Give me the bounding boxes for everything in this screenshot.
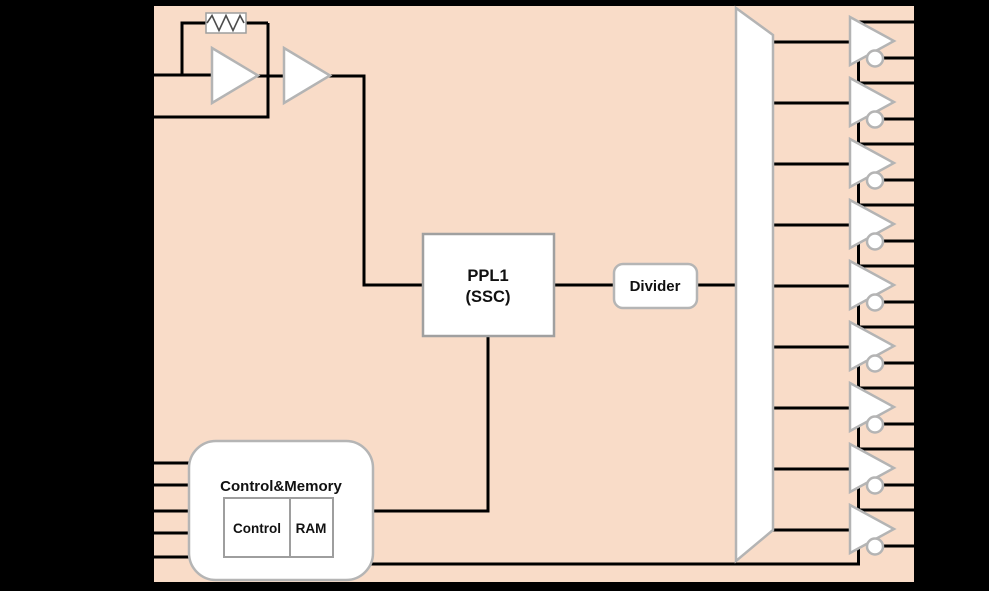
divider-label: Divider [630,278,681,295]
output-pin-stub [916,237,923,245]
divider-box [612,262,699,310]
wires [147,21,860,566]
output-pin-stub [916,298,923,306]
ram-label: RAM [296,521,327,536]
output-pin-stub [916,481,923,489]
pll-label-line1: PPL1 [467,267,508,285]
wire-osc-to-pll [325,74,424,287]
output-pin-stub [916,54,923,62]
xtal-pin-stub [145,113,152,121]
inversion-bubble-icon [865,476,885,495]
inversion-bubble-icon [865,232,885,251]
output-pin-stub [916,201,923,209]
inversion-bubble-icon [865,171,885,190]
divider-block: Divider [612,262,699,310]
output-pin-stub [916,262,923,270]
inversion-bubble-icon [865,49,885,68]
control-memory-title: Control&Memory [220,478,342,495]
wire-control-to-pll [371,336,490,513]
output-pin-stub [916,420,923,428]
resistor-icon [206,13,245,33]
control-label: Control [233,521,281,536]
output-pin-stub [916,323,923,331]
output-pin-stub [916,359,923,367]
output-pin-stub [916,542,923,550]
output-pin-stub [916,176,923,184]
control-pin-stub [145,507,152,515]
inversion-bubble-icon [865,354,885,373]
oscillator-buffer-icon [282,45,333,106]
output-pin-stub [916,506,923,514]
wire-xtal-in2 [147,23,270,119]
output-pin-stub [916,384,923,392]
control-pin-stub [145,459,152,467]
pll-block: PPL1 (SSC) [421,232,556,338]
output-pin-stub [916,140,923,148]
pll-box [421,232,556,338]
control-pin-stub [145,481,152,489]
inversion-bubble-icon [865,415,885,434]
control-pin-stub [145,529,152,537]
oscillator-section [205,12,333,106]
xtal-pin-stub [145,71,152,79]
control-memory-block: Control&Memory Control RAM [187,439,375,582]
resistor-box [205,12,247,34]
inversion-bubble-icon [865,110,885,129]
output-pin-stub [916,18,923,26]
inversion-bubble-icon [865,293,885,312]
control-sub-block [223,497,334,558]
wire-feedback-left [180,21,207,75]
pll-label-line2: (SSC) [466,288,511,306]
output-pin-stub [916,79,923,87]
generated-elements [145,14,923,564]
inversion-bubble-icon [865,537,885,556]
clock-distribution-mux [734,5,775,564]
output-pin-stub [916,445,923,453]
output-pin-stub [916,115,923,123]
oscillator-amplifier-icon [210,45,261,106]
control-pin-stub [145,553,152,561]
